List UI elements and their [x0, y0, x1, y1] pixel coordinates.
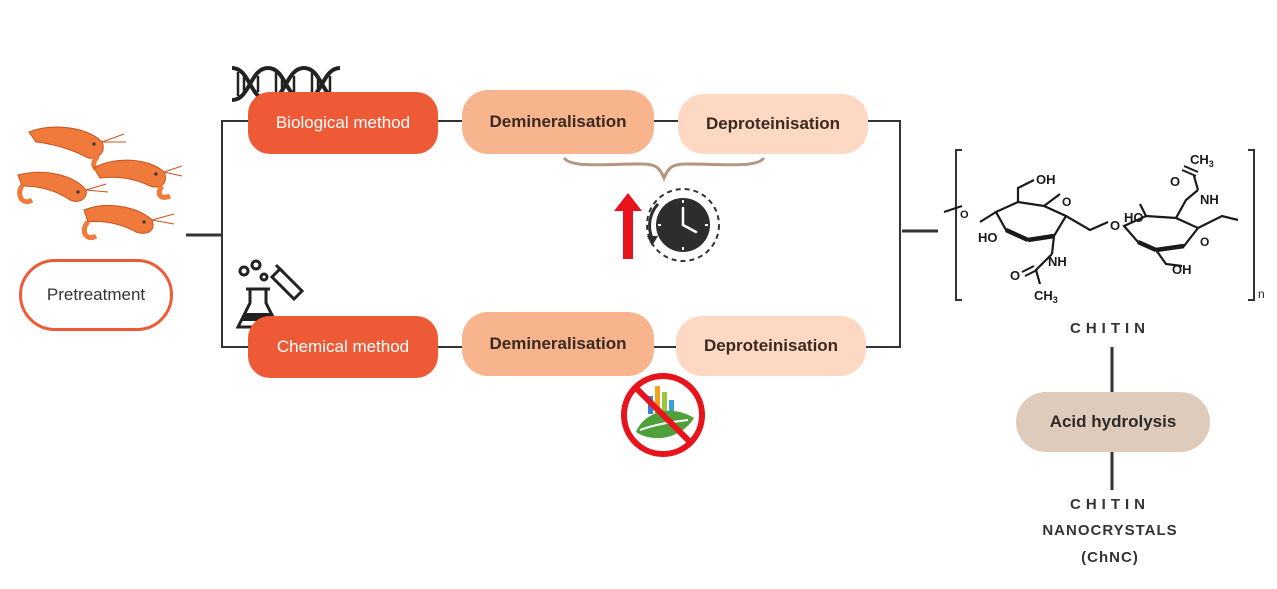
- biological-demineralisation-box: Demineralisation: [462, 90, 654, 154]
- o-ring-left-label: O: [1062, 195, 1071, 209]
- acid-hydrolysis-box: Acid hydrolysis: [1016, 392, 1210, 452]
- o-carbonyl-left-label: O: [1010, 268, 1020, 283]
- chemical-demineralisation-label: Demineralisation: [489, 334, 627, 353]
- o-bridge-label: O: [1110, 218, 1120, 233]
- chitin-caption: CHITIN: [1070, 320, 1150, 337]
- chemical-method-label: Chemical method: [276, 337, 410, 356]
- brace-icon: [562, 156, 766, 183]
- biological-method-label: Biological method: [275, 113, 411, 132]
- acid-hydrolysis-label: Acid hydrolysis: [1049, 412, 1177, 431]
- chemical-deproteinisation-label: Deproteinisation: [703, 336, 839, 355]
- nh-right-label: NH: [1200, 192, 1219, 207]
- product-line1: CHITIN: [1070, 496, 1150, 513]
- nh-left-label: NH: [1048, 254, 1067, 269]
- biological-method-box: Biological method: [248, 92, 438, 154]
- repeat-n-label: n: [1258, 287, 1265, 301]
- biological-deproteinisation-box: Deproteinisation: [678, 94, 868, 154]
- product-line2: NANOCRYSTALS: [1042, 522, 1178, 539]
- oh-right-label: OH: [1172, 262, 1192, 277]
- oh-top-label: OH: [1036, 172, 1056, 187]
- chemical-deproteinisation-box: Deproteinisation: [676, 316, 866, 376]
- ho-left-label: HO: [978, 230, 998, 245]
- product-line3: (ChNC): [1081, 549, 1139, 566]
- chitin-structure: OH O HO O NH O CH3 O HO OH O NH O CH3 n: [943, 149, 1265, 305]
- ch3-right-label: CH3: [1190, 152, 1214, 169]
- o-carbonyl-right-label: O: [1170, 174, 1180, 189]
- increase-arrow-icon: [614, 193, 642, 259]
- no-eco-friendly-icon: [621, 373, 705, 457]
- shrimp-icon: [17, 126, 183, 240]
- chemical-method-box: Chemical method: [248, 316, 438, 378]
- o-left-tail-label: O: [960, 209, 969, 221]
- chemical-demineralisation-box: Demineralisation: [462, 312, 654, 376]
- o-ring-right-label: O: [1200, 235, 1209, 249]
- dna-icon: [231, 65, 341, 103]
- ch3-left-label: CH3: [1034, 288, 1058, 305]
- pretreatment-box: Pretreatment: [19, 259, 173, 331]
- clock-icon: [646, 188, 720, 262]
- pretreatment-label: Pretreatment: [46, 285, 146, 304]
- biological-deproteinisation-label: Deproteinisation: [705, 114, 841, 133]
- biological-demineralisation-label: Demineralisation: [489, 112, 627, 131]
- ho-right-label: HO: [1124, 210, 1144, 225]
